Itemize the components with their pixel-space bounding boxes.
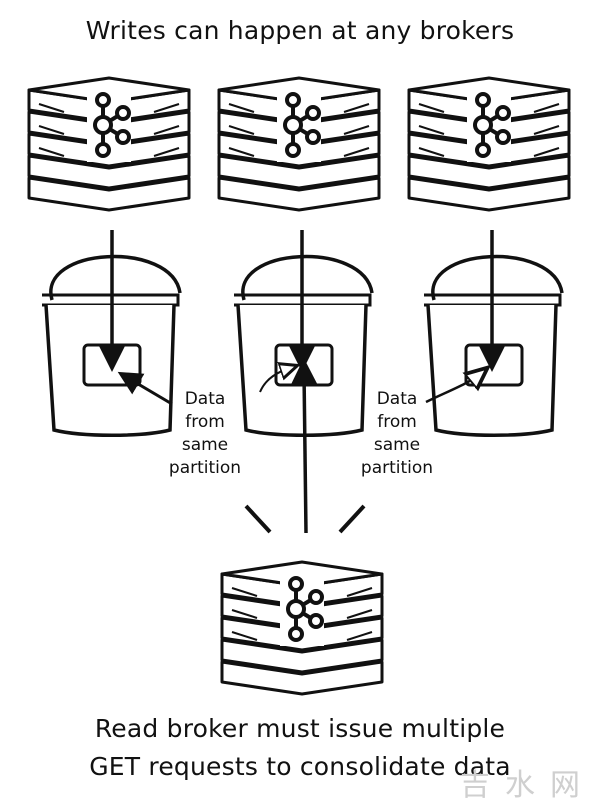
write-broker-left <box>27 76 191 212</box>
converge-stroke-right <box>338 504 366 534</box>
converge-stroke-left <box>244 504 272 534</box>
watermark-char-2: 水 <box>505 768 535 803</box>
annotation-left-line-3: same <box>181 435 229 455</box>
diagram-heading: Writes can happen at any brokers <box>85 16 515 45</box>
write-broker-right <box>407 76 571 212</box>
annotation-right-line-1: Data <box>376 389 418 409</box>
read-broker <box>220 560 384 696</box>
annotation-right: Data from same partition <box>342 388 452 480</box>
read-arrow-middle-curve <box>259 368 290 393</box>
annotation-right-line-3: same <box>373 435 421 455</box>
read-arrow-middle <box>290 358 319 534</box>
watermark-char-3: 网 <box>550 768 580 803</box>
annotation-right-line-2: from <box>377 412 417 432</box>
annotation-left-line-4: partition <box>168 458 242 478</box>
annotation-pointer-left <box>117 371 173 406</box>
write-broker-middle <box>217 76 381 212</box>
watermark-char-1: 吉 <box>460 768 490 803</box>
annotation-left-line-2: from <box>185 412 225 432</box>
annotation-right-line-4: partition <box>360 458 434 478</box>
annotation-pointer-right <box>425 374 480 404</box>
annotation-left: Data from same partition <box>150 388 260 480</box>
annotation-left-line-1: Data <box>184 389 226 409</box>
footer-line-1: Read broker must issue multiple <box>94 714 506 743</box>
footer-line-2: GET requests to consolidate data <box>89 752 511 781</box>
